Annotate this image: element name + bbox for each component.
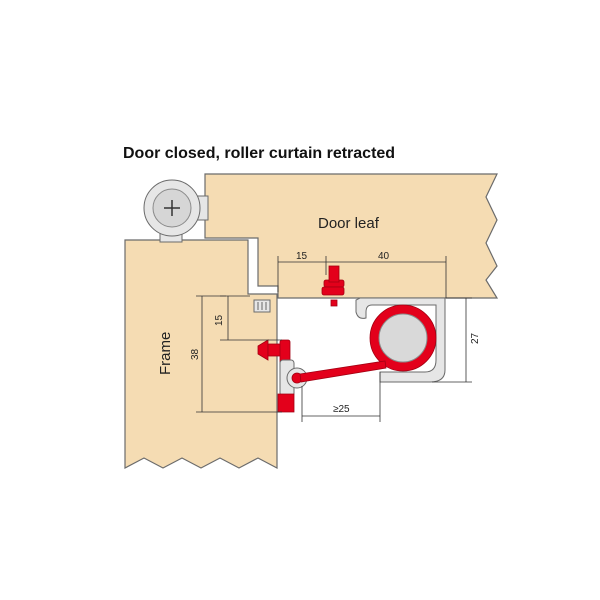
dimension-40: 40 bbox=[326, 251, 447, 298]
dimension-15-left: 15 bbox=[214, 295, 282, 341]
dimension-38: 38 bbox=[190, 295, 282, 413]
roller-grey-core bbox=[378, 313, 428, 363]
dimension-15-top-text: 15 bbox=[296, 251, 308, 262]
roller-curtain-strip bbox=[299, 360, 387, 383]
diagram-title: Door closed, roller curtain retracted bbox=[123, 145, 395, 162]
dimension-25: ≥25 bbox=[301, 372, 381, 422]
door-leaf-label: Door leaf bbox=[318, 215, 380, 232]
dimension-27-text: 27 bbox=[470, 332, 481, 344]
frame-seal-assembly-icon bbox=[257, 339, 308, 413]
dimension-25-text: ≥25 bbox=[333, 404, 350, 415]
dimension-15-left-text: 15 bbox=[214, 314, 225, 326]
dimension-27: 27 bbox=[432, 297, 481, 383]
hinge-pin-icon bbox=[143, 179, 209, 243]
frame-clip-icon bbox=[253, 299, 271, 313]
frame-panel bbox=[124, 239, 278, 469]
dimension-40-text: 40 bbox=[378, 251, 390, 262]
leaf-seal-nail-icon bbox=[321, 265, 345, 307]
frame-label: Frame bbox=[157, 332, 174, 375]
dimension-15-top: 15 bbox=[277, 251, 327, 292]
door-leaf-panel bbox=[204, 173, 499, 299]
dimension-38-text: 38 bbox=[190, 348, 201, 360]
leaf-mounting-profile bbox=[355, 297, 446, 383]
